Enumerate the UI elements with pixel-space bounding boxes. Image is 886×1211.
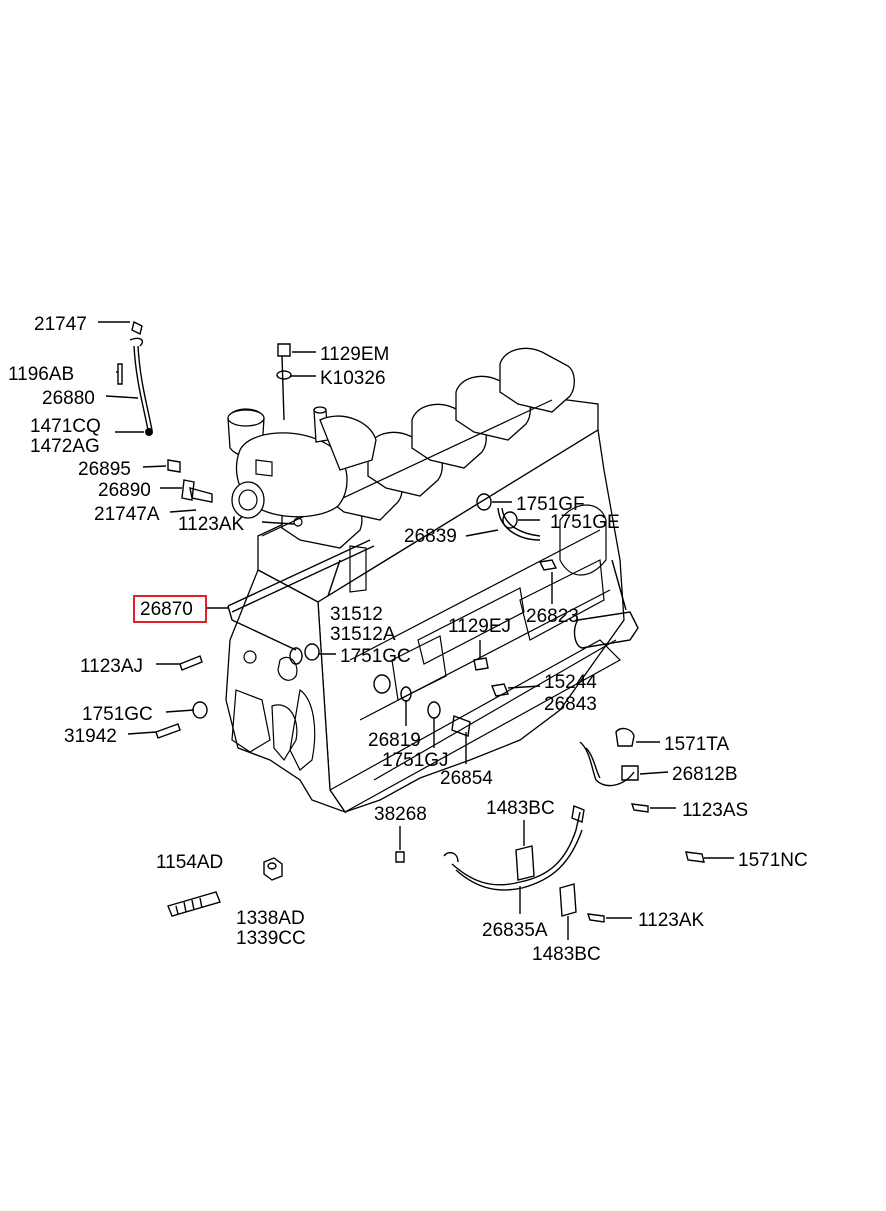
label-1129EJ[interactable]: 1129EJ	[448, 616, 511, 637]
label-26880[interactable]: 26880	[42, 388, 95, 409]
label-31512A[interactable]: 31512A	[330, 624, 396, 645]
highlight-box-26870	[133, 595, 207, 623]
label-21747A[interactable]: 21747A	[94, 504, 160, 525]
label-26895[interactable]: 26895	[78, 459, 131, 480]
engine-block-drawing	[225, 397, 625, 814]
label-1123AS[interactable]: 1123AS	[682, 800, 748, 821]
label-1571TA[interactable]: 1571TA	[664, 734, 729, 755]
label-1751GC-lower[interactable]: 1751GC	[82, 704, 153, 725]
label-K10326[interactable]: K10326	[320, 368, 386, 389]
bolt	[117, 343, 705, 923]
label-1471CQ[interactable]: 1471CQ	[30, 416, 101, 437]
label-1338AD[interactable]: 1338AD	[236, 908, 305, 929]
label-1154AD[interactable]: 1154AD	[156, 852, 223, 873]
label-21747[interactable]: 21747	[34, 314, 87, 335]
label-26870[interactable]: 26870	[140, 599, 193, 620]
sensor	[451, 507, 639, 787]
stud	[167, 891, 221, 917]
label-1751GC-upper[interactable]: 1751GC	[340, 646, 411, 667]
label-1123AK-bottom[interactable]: 1123AK	[638, 910, 705, 931]
label-1751GF[interactable]: 1751GF	[516, 494, 585, 515]
label-26890[interactable]: 26890	[98, 480, 151, 501]
label-1571NC[interactable]: 1571NC	[738, 850, 808, 871]
oil-pipe	[129, 320, 153, 436]
label-1483BC-lower[interactable]: 1483BC	[532, 944, 601, 965]
label-31942[interactable]: 31942	[64, 726, 117, 747]
oil-pipe-26870	[227, 539, 375, 651]
part-labels: 21747 1196AB 26880 1471CQ 1472AG 26895 2…	[8, 314, 808, 965]
label-1339CC[interactable]: 1339CC	[236, 928, 306, 949]
label-31512[interactable]: 31512	[330, 604, 383, 625]
label-1123AJ[interactable]: 1123AJ	[80, 656, 143, 677]
label-26819[interactable]: 26819	[368, 730, 421, 751]
label-38268[interactable]: 38268	[374, 804, 427, 825]
label-1196AB[interactable]: 1196AB	[8, 364, 74, 385]
label-1472AG[interactable]: 1472AG	[30, 436, 100, 457]
label-26843[interactable]: 26843	[544, 694, 597, 715]
label-15244[interactable]: 15244	[544, 672, 597, 693]
cylinder-head-covers	[261, 347, 575, 593]
label-1129EM[interactable]: 1129EM	[320, 344, 389, 365]
label-26823[interactable]: 26823	[526, 606, 579, 627]
label-26835A[interactable]: 26835A	[482, 920, 548, 941]
label-26839[interactable]: 26839	[404, 526, 457, 547]
label-1751GJ[interactable]: 1751GJ	[382, 750, 449, 771]
label-1751GE[interactable]: 1751GE	[550, 512, 620, 533]
harness-bracket	[443, 559, 639, 917]
nut	[263, 857, 283, 881]
leader-lines	[98, 321, 734, 940]
label-1483BC-upper[interactable]: 1483BC	[486, 798, 555, 819]
label-26812B[interactable]: 26812B	[672, 764, 738, 785]
label-1123AK-top[interactable]: 1123AK	[178, 514, 245, 535]
label-26854[interactable]: 26854	[440, 768, 493, 789]
turbocharger	[227, 406, 377, 519]
